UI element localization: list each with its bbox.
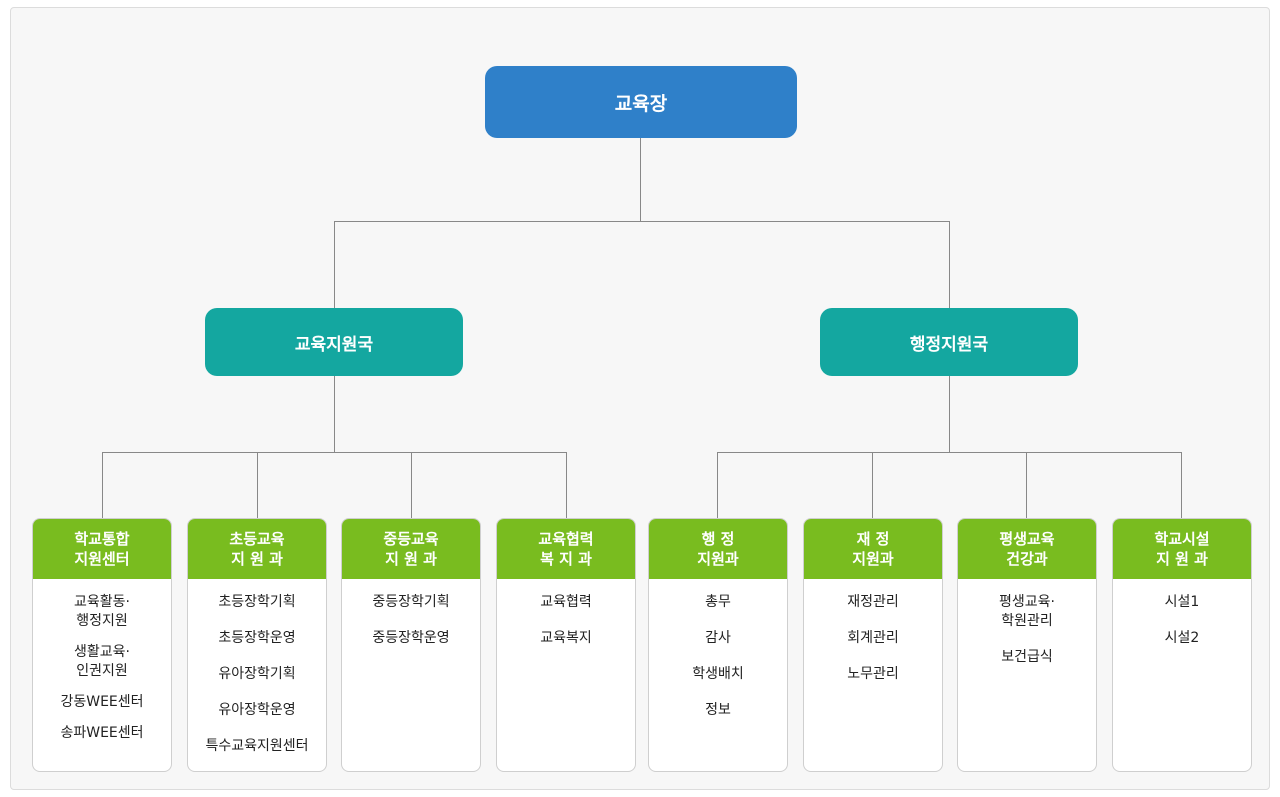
department-title: 학교시설 지 원 과 (1113, 519, 1251, 579)
list-item: 회계관리 (847, 630, 899, 646)
department-card-school-integration[interactable]: 학교통합 지원센터 교육활동· 행정지원 생활교육· 인권지원 강동WEE센터 … (32, 518, 172, 772)
list-item: 보건급식 (1001, 649, 1053, 665)
list-item: 교육협력 (540, 594, 592, 610)
list-item: 노무관리 (847, 666, 899, 682)
department-card-administration[interactable]: 행 정 지원과 총무 감사 학생배치 정보 (648, 518, 788, 772)
department-card-secondary-education[interactable]: 중등교육 지 원 과 중등장학기획 중등장학운영 (341, 518, 481, 772)
list-item: 특수교육지원센터 (205, 738, 309, 754)
bureau-node-education-support[interactable]: 교육지원국 (205, 308, 463, 376)
department-title: 행 정 지원과 (649, 519, 787, 579)
list-item: 강동WEE센터 (60, 694, 144, 710)
list-item: 유아장학기획 (218, 666, 296, 682)
list-item: 정보 (705, 702, 731, 718)
list-item: 학생배치 (692, 666, 744, 682)
department-item-list: 재정관리 회계관리 노무관리 (804, 579, 942, 684)
department-card-education-cooperation-welfare[interactable]: 교육협력 복 지 과 교육협력 교육복지 (496, 518, 636, 772)
department-item-list: 중등장학기획 중등장학운영 (342, 579, 480, 648)
department-card-elementary-education[interactable]: 초등교육 지 원 과 초등장학기획 초등장학운영 유아장학기획 유아장학운영 특… (187, 518, 327, 772)
department-card-finance[interactable]: 재 정 지원과 재정관리 회계관리 노무관리 (803, 518, 943, 772)
department-title: 중등교육 지 원 과 (342, 519, 480, 579)
list-item: 교육활동· 행정지원 (74, 594, 130, 629)
department-item-list: 총무 감사 학생배치 정보 (649, 579, 787, 720)
list-item: 재정관리 (847, 594, 899, 610)
department-title: 교육협력 복 지 과 (497, 519, 635, 579)
superintendent-node[interactable]: 교육장 (485, 66, 797, 138)
list-item: 초등장학운영 (218, 630, 296, 646)
department-item-list: 초등장학기획 초등장학운영 유아장학기획 유아장학운영 특수교육지원센터 (188, 579, 326, 756)
department-title: 재 정 지원과 (804, 519, 942, 579)
list-item: 유아장학운영 (218, 702, 296, 718)
department-title: 초등교육 지 원 과 (188, 519, 326, 579)
list-item: 생활교육· 인권지원 (74, 644, 130, 679)
list-item: 중등장학기획 (372, 594, 450, 610)
list-item: 감사 (705, 630, 731, 646)
list-item: 총무 (705, 594, 731, 610)
department-item-list: 교육협력 교육복지 (497, 579, 635, 648)
department-item-list: 시설1 시설2 (1113, 579, 1251, 648)
department-card-lifelong-education-health[interactable]: 평생교육 건강과 평생교육· 학원관리 보건급식 (957, 518, 1097, 772)
list-item: 시설1 (1164, 594, 1200, 610)
bureau-node-administration-support[interactable]: 행정지원국 (820, 308, 1078, 376)
list-item: 초등장학기획 (218, 594, 296, 610)
department-item-list: 평생교육· 학원관리 보건급식 (958, 579, 1096, 667)
department-title: 평생교육 건강과 (958, 519, 1096, 579)
department-card-school-facilities[interactable]: 학교시설 지 원 과 시설1 시설2 (1112, 518, 1252, 772)
list-item: 교육복지 (540, 630, 592, 646)
list-item: 송파WEE센터 (60, 725, 144, 741)
list-item: 평생교육· 학원관리 (999, 594, 1055, 629)
list-item: 중등장학운영 (372, 630, 450, 646)
list-item: 시설2 (1164, 630, 1200, 646)
department-item-list: 교육활동· 행정지원 생활교육· 인권지원 강동WEE센터 송파WEE센터 (33, 579, 171, 743)
department-title: 학교통합 지원센터 (33, 519, 171, 579)
